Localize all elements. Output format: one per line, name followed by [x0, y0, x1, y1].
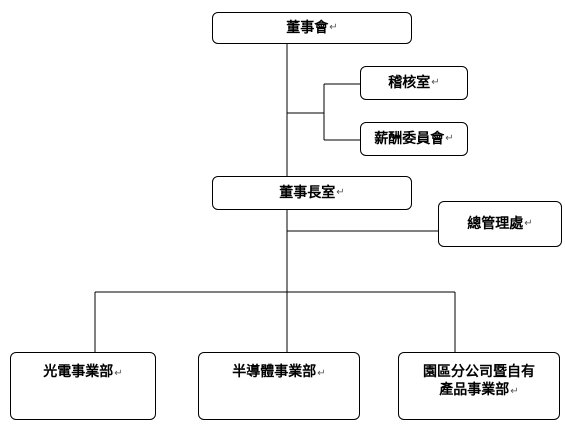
chairman-office-label: 董事長室: [279, 185, 336, 201]
yuanqu-box: 園區分公司暨自有 產品事業部↵: [398, 352, 560, 420]
paragraph-mark: ↵: [431, 77, 440, 88]
paragraph-mark: ↵: [510, 386, 519, 397]
audit-label: 稽核室: [388, 75, 431, 91]
paragraph-mark: ↵: [445, 133, 454, 144]
yuanqu-label-line1: 園區分公司暨自有: [423, 364, 535, 380]
paragraph-mark: ↵: [114, 368, 123, 379]
optoelectronics-box: 光電事業部↵: [10, 352, 156, 420]
paragraph-mark: ↵: [317, 368, 326, 379]
optoelectronics-label: 光電事業部: [43, 364, 114, 380]
paragraph-mark: ↵: [336, 187, 345, 198]
semiconductor-label: 半導體事業部: [232, 364, 317, 380]
paragraph-mark: ↵: [524, 218, 533, 229]
compensation-box: 薪酬委員會↵: [360, 122, 468, 156]
paragraph-mark: ↵: [329, 22, 338, 33]
board-box: 董事會↵: [212, 12, 412, 44]
board-label: 董事會: [286, 20, 329, 36]
semiconductor-box: 半導體事業部↵: [198, 352, 360, 420]
general-management-label: 總管理處: [467, 216, 524, 232]
audit-box: 稽核室↵: [360, 66, 468, 100]
chairman-office-box: 董事長室↵: [212, 176, 412, 210]
yuanqu-label-line2-row: 產品事業部↵: [399, 381, 559, 401]
general-management-box: 總管理處↵: [438, 201, 562, 247]
yuanqu-label-line2: 產品事業部: [439, 382, 510, 398]
compensation-label: 薪酬委員會: [374, 131, 445, 147]
